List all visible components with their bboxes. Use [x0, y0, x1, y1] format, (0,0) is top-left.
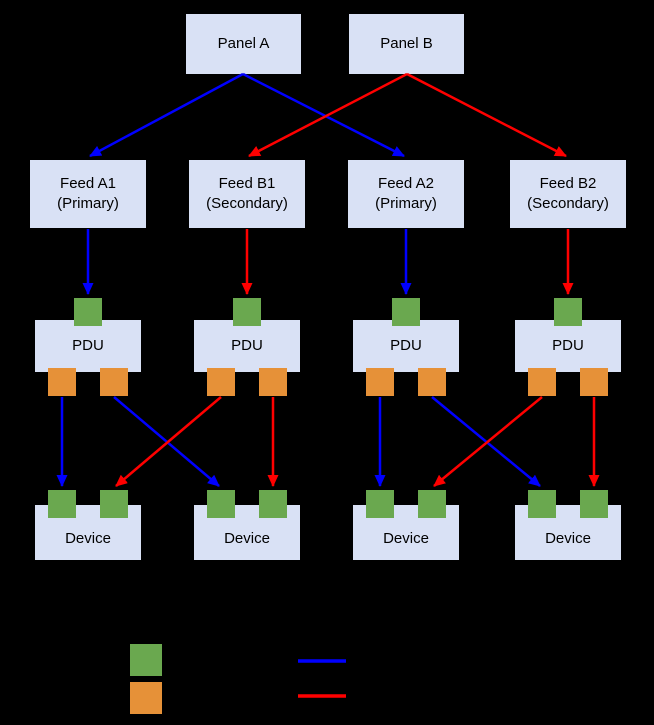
arrow-panel-b-to-feed-b2 — [406, 72, 567, 158]
device-4-input-port-left-icon — [528, 490, 556, 518]
node-feed-b2-name: Feed B2 — [539, 174, 597, 192]
pdu-4-output-port-left-icon — [528, 368, 556, 396]
node-device-3: Device — [353, 505, 459, 560]
arrow-panel-b-to-feed-b1 — [248, 72, 408, 158]
node-feed-a1-name: Feed A1 — [60, 174, 116, 192]
arrow-pdu-4-to-device-3 — [433, 396, 543, 487]
node-pdu-2-label: PDU — [231, 336, 263, 354]
arrow-pdu-3-to-device-4 — [431, 396, 541, 487]
node-panel-a: Panel A — [186, 14, 301, 74]
pdu-4-input-port-icon — [554, 298, 582, 326]
node-feed-a2-name: Feed A2 — [378, 174, 434, 192]
node-pdu-2: PDU — [194, 320, 300, 372]
node-device-2-label: Device — [224, 529, 270, 547]
node-feed-b2-role: (Secondary) — [527, 195, 609, 212]
node-feed-b1-role: (Secondary) — [206, 195, 288, 212]
pdu-1-output-port-right-icon — [100, 368, 128, 396]
device-3-input-port-right-icon — [418, 490, 446, 518]
device-1-input-port-right-icon — [100, 490, 128, 518]
node-panel-b: Panel B — [349, 14, 464, 74]
node-pdu-3: PDU — [353, 320, 459, 372]
pdu-2-output-port-left-icon — [207, 368, 235, 396]
device-4-input-port-right-icon — [580, 490, 608, 518]
device-1-input-port-left-icon — [48, 490, 76, 518]
node-feed-b1-name: Feed B1 — [218, 174, 276, 192]
node-feed-a1-role: (Primary) — [57, 195, 119, 212]
pdu-3-output-port-left-icon — [366, 368, 394, 396]
node-device-3-label: Device — [383, 529, 429, 547]
node-panel-a-label: Panel A — [217, 34, 270, 52]
node-panel-b-label: Panel B — [380, 34, 433, 52]
device-2-input-port-right-icon — [259, 490, 287, 518]
node-pdu-1-label: PDU — [72, 336, 104, 354]
pdu-3-output-port-right-icon — [418, 368, 446, 396]
pdu-3-input-port-icon — [392, 298, 420, 326]
device-2-input-port-left-icon — [207, 490, 235, 518]
pdu-1-input-port-icon — [74, 298, 102, 326]
arrow-panel-a-to-feed-a1 — [89, 72, 244, 158]
legend-output-port-swatch-icon — [130, 682, 162, 714]
node-feed-a2-role: (Primary) — [375, 195, 437, 212]
node-feed-b2: Feed B2 (Secondary) — [510, 160, 626, 228]
pdu-1-output-port-left-icon — [48, 368, 76, 396]
node-feed-b1: Feed B1 (Secondary) — [189, 160, 305, 228]
node-feed-a2: Feed A2 (Primary) — [348, 160, 464, 228]
arrow-pdu-1-to-device-2 — [113, 396, 220, 487]
node-pdu-3-label: PDU — [390, 336, 422, 354]
pdu-2-input-port-icon — [233, 298, 261, 326]
node-pdu-4: PDU — [515, 320, 621, 372]
arrow-panel-a-to-feed-a2 — [242, 72, 405, 158]
node-pdu-1: PDU — [35, 320, 141, 372]
pdu-4-output-port-right-icon — [580, 368, 608, 396]
node-pdu-4-label: PDU — [552, 336, 584, 354]
arrow-pdu-2-to-device-1 — [115, 396, 222, 487]
node-device-4-label: Device — [545, 529, 591, 547]
node-feed-a1: Feed A1 (Primary) — [30, 160, 146, 228]
node-device-1-label: Device — [65, 529, 111, 547]
pdu-2-output-port-right-icon — [259, 368, 287, 396]
device-3-input-port-left-icon — [366, 490, 394, 518]
legend-input-port-swatch-icon — [130, 644, 162, 676]
